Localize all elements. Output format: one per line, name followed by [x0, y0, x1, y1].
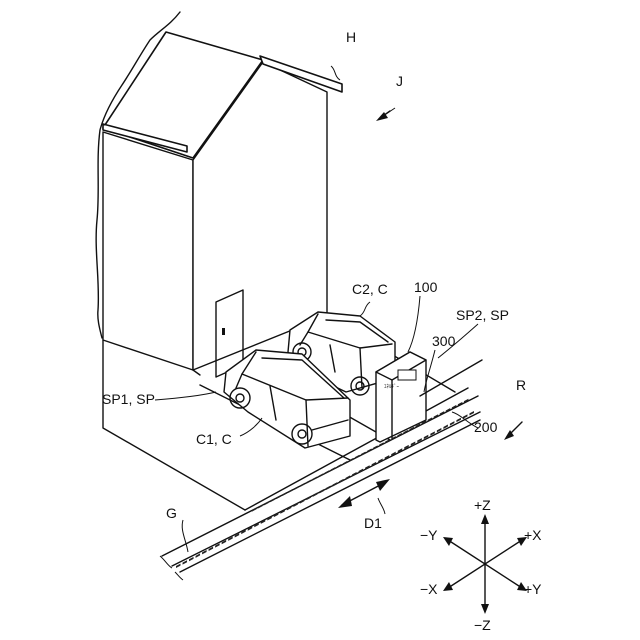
parking-edge-back	[193, 370, 200, 375]
charger-panel-text: ｴﾈﾙｷﾞｰ	[384, 383, 400, 390]
label-minus-y: −Y	[420, 527, 438, 543]
label-minus-x: −X	[420, 581, 438, 597]
label-vehicle-c1: C1, C	[196, 431, 232, 447]
label-minus-z: −Z	[474, 617, 491, 633]
house-base-line	[103, 340, 245, 510]
label-unit-200: 200	[474, 419, 498, 435]
curb-block	[339, 479, 344, 483]
curb-block	[352, 472, 357, 476]
label-vehicle-c2: C2, C	[352, 281, 388, 297]
curb-block	[319, 489, 324, 493]
label-unit-300: 300	[432, 333, 456, 349]
curb-block	[293, 503, 298, 507]
ground-break	[160, 556, 183, 580]
label-direction-d1: D1	[364, 515, 382, 531]
door-handle	[222, 328, 225, 335]
charger-panel	[398, 370, 416, 380]
label-plus-x: +X	[524, 527, 542, 543]
label-space-sp1: SP1, SP	[102, 391, 155, 407]
label-charger-100: 100	[414, 279, 438, 295]
curb-block	[326, 486, 331, 490]
label-house: H	[346, 29, 356, 45]
curb-block	[306, 496, 311, 500]
label-plus-y: +Y	[524, 581, 542, 597]
curb-block	[346, 475, 351, 479]
label-site: J	[396, 73, 403, 89]
curb-block	[287, 506, 292, 510]
axes-indicator	[443, 514, 527, 614]
curb-block	[359, 469, 364, 473]
curb-block	[294, 486, 299, 490]
curb-block	[313, 492, 318, 496]
label-plus-z: +Z	[474, 497, 491, 513]
label-space-sp2: SP2, SP	[456, 307, 509, 323]
curb-block	[300, 499, 305, 503]
label-ground: G	[166, 505, 177, 521]
label-road: R	[516, 377, 526, 393]
curb-block	[333, 482, 338, 486]
house-front-wall	[103, 132, 193, 370]
unit-300-line	[420, 360, 482, 396]
